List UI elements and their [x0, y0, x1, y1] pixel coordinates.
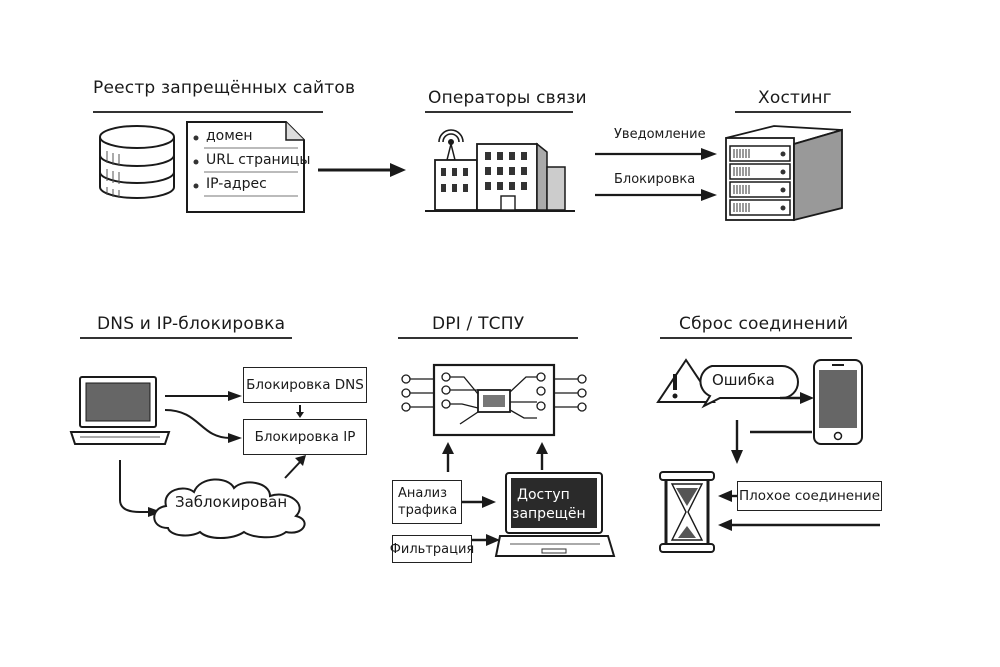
smartphone-icon — [813, 359, 863, 445]
label-notification: Уведомление — [614, 127, 706, 142]
arrow-registry-to-operators — [318, 163, 406, 177]
operators-title: Операторы связи — [428, 88, 587, 108]
dpi-divider — [398, 337, 578, 339]
hourglass-icon — [659, 471, 715, 553]
arrow-notification — [595, 148, 717, 160]
registry-divider — [93, 111, 323, 113]
operators-divider — [425, 111, 573, 113]
registry-item-domain: домен — [206, 128, 253, 144]
document-icon — [186, 121, 305, 213]
building-icon — [425, 129, 575, 212]
error-bubble-label: Ошибка — [712, 371, 775, 389]
reset-divider — [660, 337, 852, 339]
laptop-icon — [69, 376, 171, 445]
cloud-icon — [153, 478, 306, 539]
filtering-box: Фильтрация — [390, 535, 474, 563]
reset-title: Сброс соединений — [679, 314, 849, 334]
registry-item-ip: IP-адрес — [206, 176, 267, 192]
circuit-board-icon — [401, 363, 587, 437]
bad-connection-box: Плохое соединение — [737, 481, 882, 511]
traffic-analysis-line2: трафика — [398, 503, 458, 518]
dpi-title: DPI / ТСПУ — [432, 314, 525, 334]
hosting-title: Хостинг — [758, 88, 832, 108]
cloud-blocked-label: Заблокирован — [175, 493, 288, 511]
label-blocking: Блокировка — [614, 172, 696, 187]
dns-ip-title: DNS и IP-блокировка — [97, 314, 286, 334]
traffic-analysis-line1: Анализ — [398, 486, 448, 501]
registry-title: Реестр запрещённых сайтов — [93, 78, 356, 98]
database-icon — [99, 125, 175, 199]
server-rack-icon — [725, 125, 843, 224]
screen-text-line1: Доступ — [517, 487, 570, 503]
registry-item-url: URL страницы — [206, 152, 311, 168]
dns-block-box: Блокировка DNS — [243, 367, 367, 403]
ip-block-box: Блокировка IP — [243, 419, 367, 455]
hosting-divider — [735, 111, 851, 113]
screen-text-line2: запрещён — [512, 506, 586, 522]
dns-ip-divider — [80, 337, 292, 339]
traffic-analysis-box: Анализ трафика — [392, 480, 462, 524]
arrow-blocking — [595, 189, 717, 201]
laptop-blocked-icon — [494, 472, 616, 557]
